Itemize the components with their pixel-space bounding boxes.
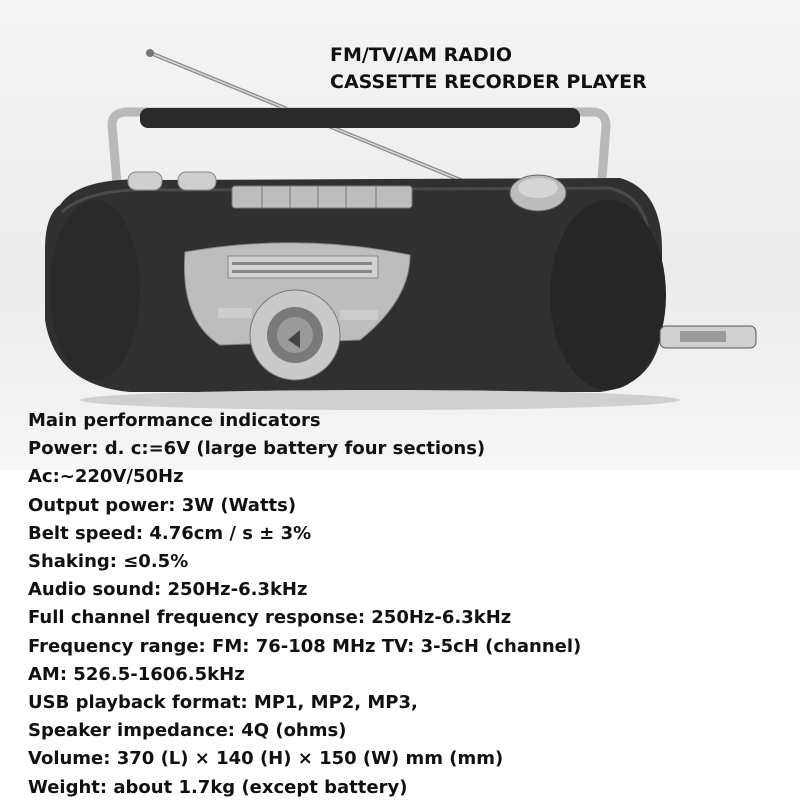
top-controls [127, 171, 567, 212]
spec-item: Volume: 370 (L) × 140 (H) × 150 (W) mm (… [28, 748, 504, 770]
spec-item: Belt speed: 4.76cm / s ± 3% [28, 522, 312, 544]
spec-item: USB playback format: MP1, MP2, MP3, [28, 692, 418, 714]
spec-list: Main performance indicators Power: d. c:… [28, 407, 788, 802]
spec-item: Frequency range: FM: 76-108 MHz TV: 3-5c… [28, 635, 582, 657]
spec-item: Ac:~220V/50Hz [28, 466, 184, 488]
title-line-2: CASSETTE RECORDER PLAYER [330, 71, 647, 93]
title-line-1: FM/TV/AM RADIO [330, 44, 512, 66]
spec-item: Speaker impedance: 4Q (ohms) [28, 720, 347, 742]
spec-heading: Main performance indicators [28, 410, 321, 431]
spec-item: Weight: about 1.7kg (except battery) [28, 776, 408, 798]
radio-cassette-photo [45, 49, 757, 410]
spec-item: Shaking: ≤0.5% [28, 551, 189, 573]
carry-handle [107, 107, 611, 206]
usb-stick [659, 325, 757, 349]
spec-item: Audio sound: 250Hz-6.3kHz [28, 579, 308, 601]
spec-item: Power: d. c:=6V (large battery four sect… [28, 438, 486, 460]
spec-item: Full channel frequency response: 250Hz-6… [28, 607, 512, 629]
front-panel [183, 242, 411, 381]
product-title: FM/TV/AM RADIO CASSETTE RECORDER PLAYER [330, 42, 647, 96]
spec-item: AM: 526.5-1606.5kHz [28, 663, 245, 685]
spec-item: Output power: 3W (Watts) [28, 494, 297, 516]
